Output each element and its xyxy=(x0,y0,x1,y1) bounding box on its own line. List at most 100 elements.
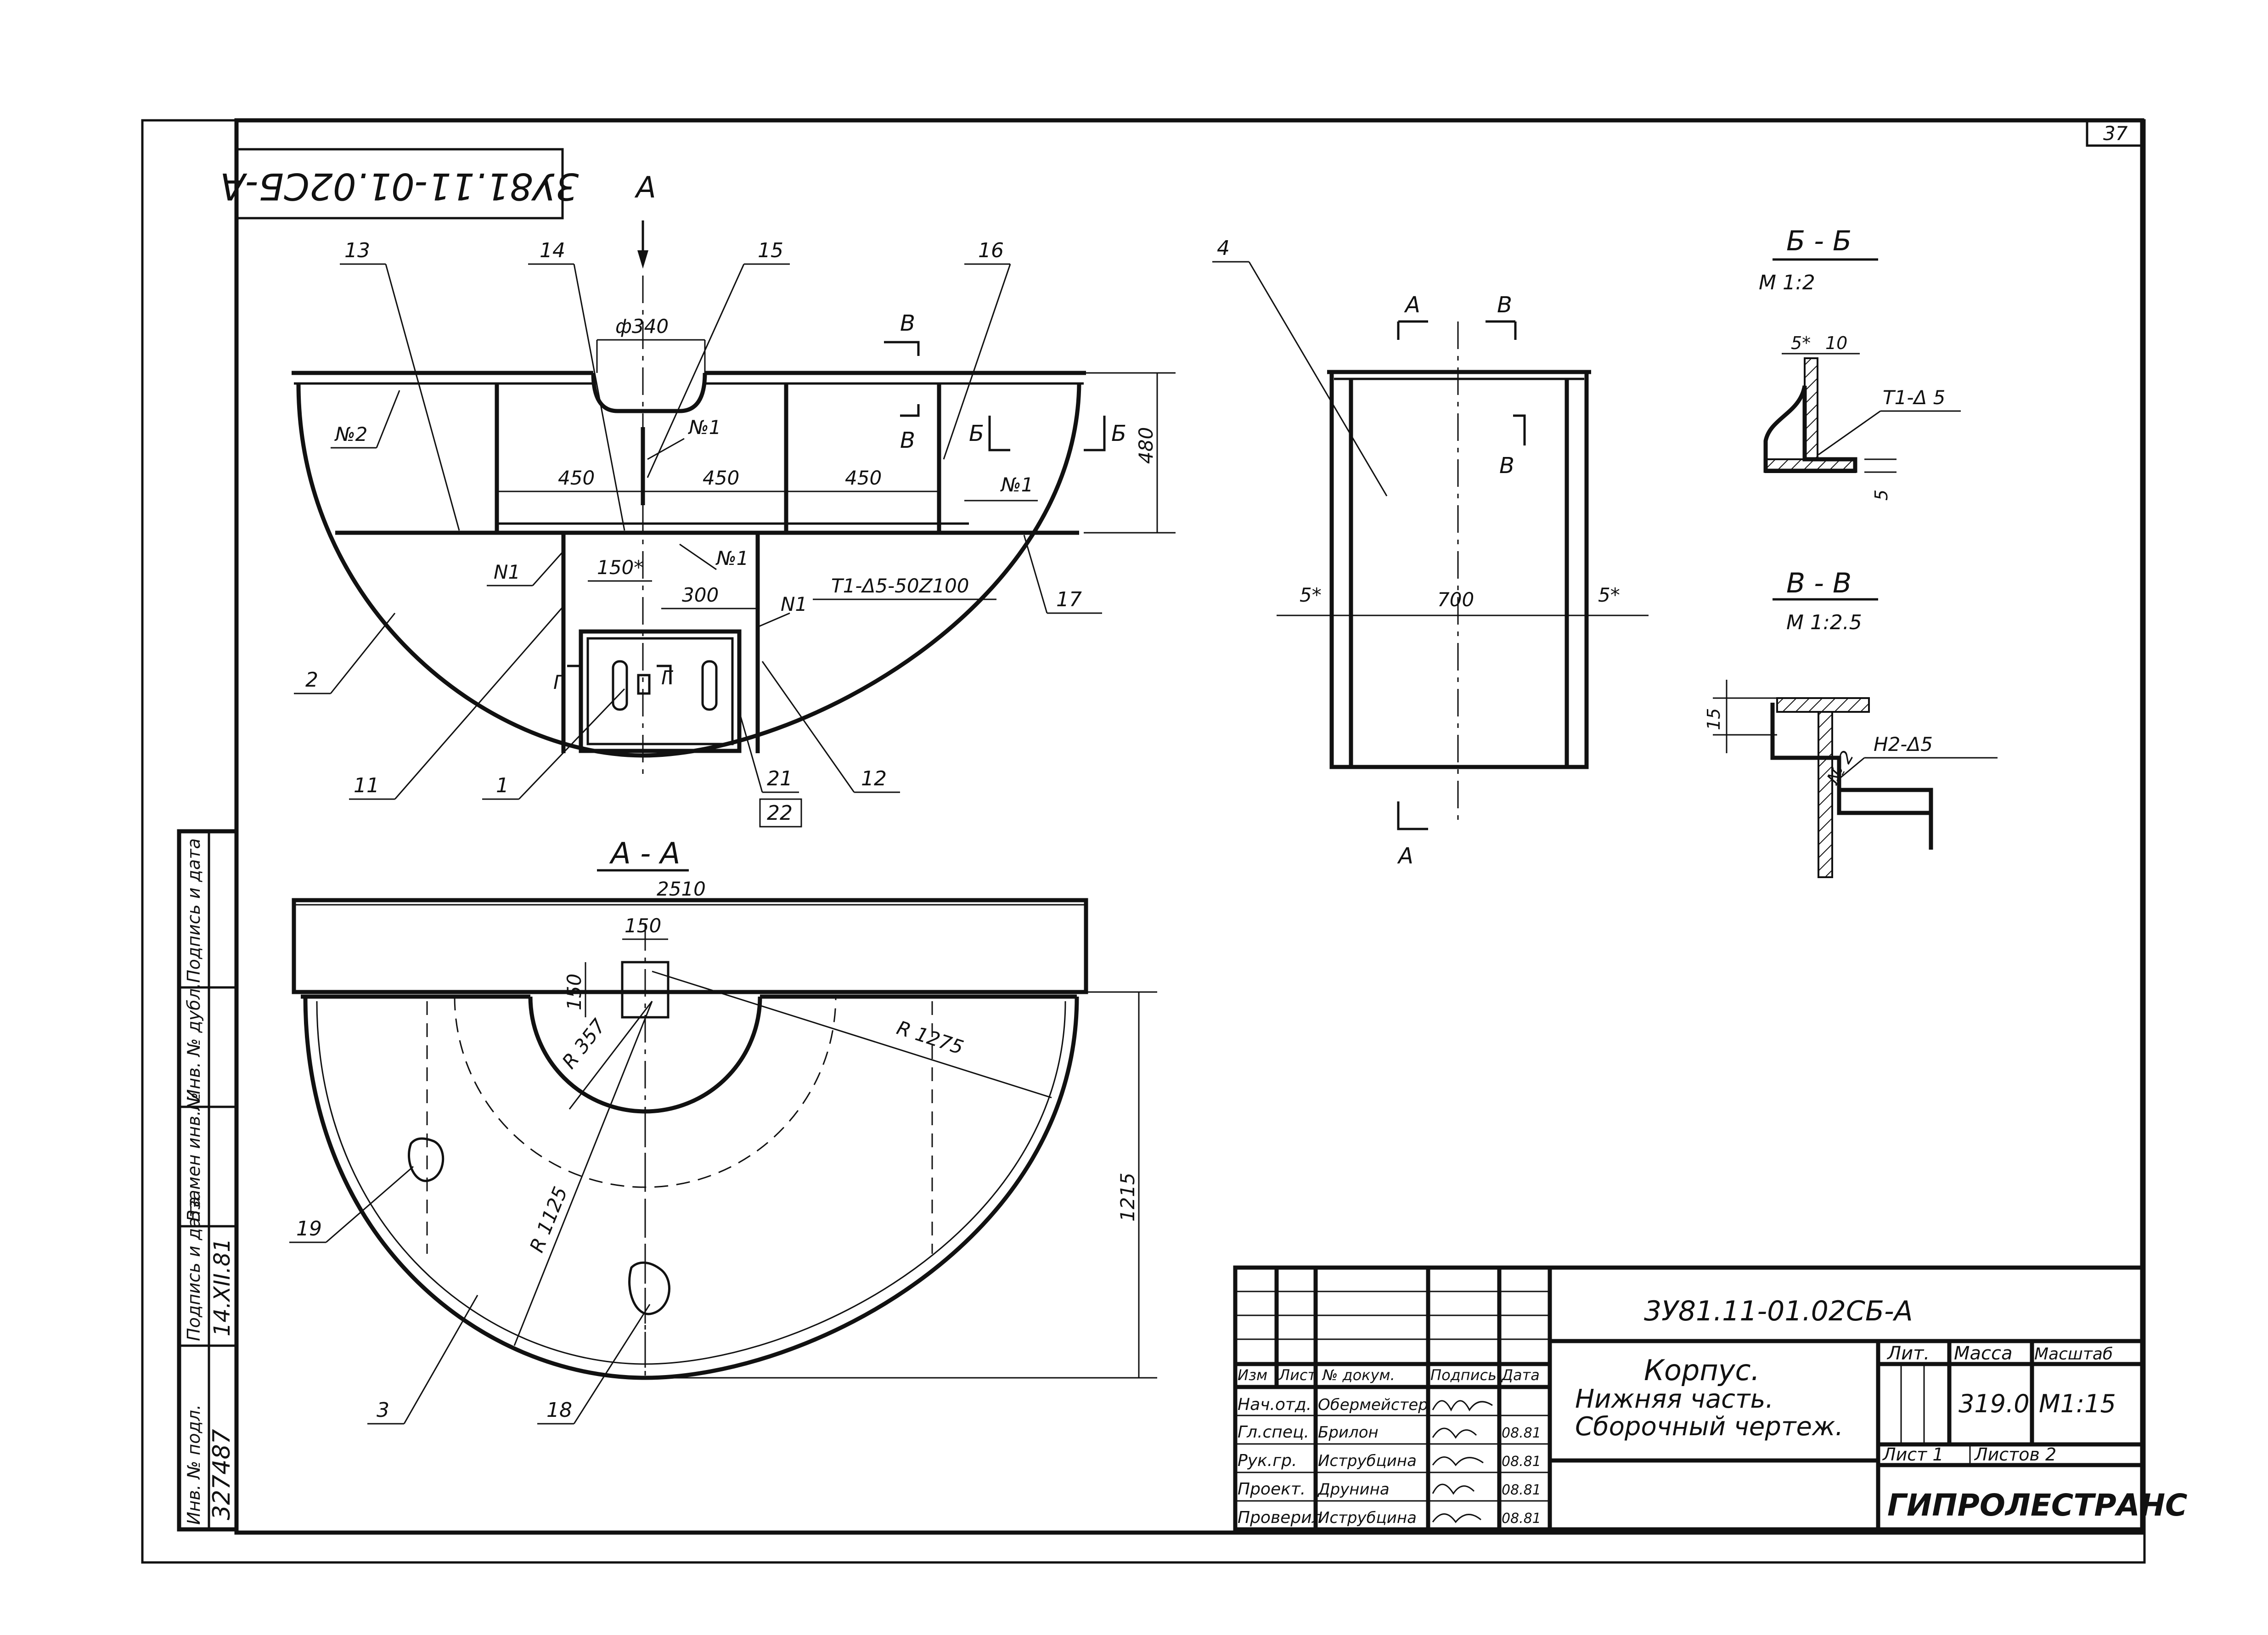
bb-weld: Т1-Δ 5 xyxy=(1883,386,1945,409)
weld-label-top: Т1-Δ5-50Z100 xyxy=(831,575,969,597)
section-aa-title: А - А xyxy=(609,837,680,871)
rotated-stamp-code: 3У81.11-01.02СБ-А xyxy=(220,165,579,208)
rotated-stamp: 3У81.11-01.02СБ-А xyxy=(220,148,579,220)
note-n1-b: №1 xyxy=(1000,474,1033,496)
dim-450-c: 450 xyxy=(845,467,882,489)
tb-col-doc: № докум. xyxy=(1322,1366,1395,1384)
tb-date-1: 08.81 xyxy=(1502,1425,1541,1441)
callout-17: 17 xyxy=(1056,588,1082,611)
title-block: 3У81.11-01.02СБ-А Корпус. Нижняя часть. … xyxy=(1233,1265,2188,1532)
tb-role-3: Проект. xyxy=(1238,1480,1306,1499)
cut-bb-left: Б xyxy=(969,421,984,446)
vv-weld: Н2-Δ5 xyxy=(1874,733,1933,755)
section-bb: Б - Б М 1:2 5* 10 Т1-Δ 5 5 xyxy=(1759,225,1961,501)
tb-lit-label: Лит. xyxy=(1886,1343,1930,1364)
side-strip: Инв. № подл. Подпись и дата Взамен инв.№… xyxy=(177,829,239,1532)
callout-19: 19 xyxy=(296,1217,322,1240)
tb-name-3: Друнина xyxy=(1317,1480,1390,1499)
tb-role-4: Проверил xyxy=(1238,1508,1323,1527)
radius-357: R 357 xyxy=(557,1015,610,1073)
strip-h4: Подпись и дата xyxy=(184,838,204,983)
strip-h1: Подпись и дата xyxy=(184,1196,204,1341)
tb-role-0: Нач.отд. xyxy=(1238,1395,1311,1414)
section-vv-title: В - В xyxy=(1786,567,1852,599)
note-n1-e: N1 xyxy=(781,593,807,615)
tb-sheet: Лист 1 xyxy=(1882,1444,1944,1465)
callout-13: 13 xyxy=(344,239,370,262)
section-bb-scale: М 1:2 xyxy=(1759,271,1815,294)
cut-b-bottom-label: В xyxy=(900,428,915,453)
callout-21: 21 xyxy=(767,767,793,790)
strip-h2: Взамен инв.№ xyxy=(184,1092,204,1222)
section-bb-title: Б - Б xyxy=(1786,225,1852,257)
tb-name-2: Иструбцина xyxy=(1318,1452,1417,1470)
strip-v0: 327487 xyxy=(208,1429,236,1520)
section-aa: А - А 2510 150 150 R 357 R 1275 R 1125 1… xyxy=(292,837,1157,1382)
tb-name-0: Обермейстер xyxy=(1318,1396,1428,1414)
tb-date-2: 08.81 xyxy=(1502,1454,1541,1470)
callout-4: 4 xyxy=(1217,237,1230,260)
section-vv: В - В М 1:2.5 15 № 2 Н2-Δ5 xyxy=(1704,567,1998,878)
tb-title-2: Нижняя часть. xyxy=(1575,1384,1773,1414)
dim-450-a: 450 xyxy=(558,467,595,489)
note-n1-c: №1 xyxy=(715,547,748,569)
svg-text:Г: Г xyxy=(553,671,566,693)
tb-org: ГИПРОЛЕСТРАНС xyxy=(1887,1488,2188,1523)
dim-450-b: 450 xyxy=(703,467,739,489)
dim-1215: 1215 xyxy=(1116,1173,1139,1222)
dim-5-left: 5* xyxy=(1300,584,1322,606)
callout-11: 11 xyxy=(354,774,379,797)
strip-h0: Инв. № подл. xyxy=(184,1404,204,1525)
side-view: А В В 700 5* 5* А xyxy=(1277,292,1649,869)
side-cut-a-bottom: А xyxy=(1397,843,1413,869)
radius-1275: R 1275 xyxy=(894,1016,966,1059)
callout-3: 3 xyxy=(377,1398,389,1422)
strip-h3: Инв. № дубл. xyxy=(184,983,204,1102)
tb-name-4: Иструбцина xyxy=(1318,1509,1417,1527)
tb-col-list: Лист xyxy=(1278,1366,1317,1384)
svg-text:Г: Г xyxy=(661,666,674,689)
bb-dim-5: 5* xyxy=(1791,333,1811,353)
dim-150-side: 150 xyxy=(563,974,585,1010)
note-n1-d: N1 xyxy=(494,561,520,583)
tb-col-date: Дата xyxy=(1501,1366,1540,1384)
side-cut-v-bottom: В xyxy=(1499,453,1514,479)
tb-title-3: Сборочный чертеж. xyxy=(1575,1412,1843,1442)
tb-doc-code: 3У81.11-01.02СБ-А xyxy=(1644,1295,1913,1327)
dim-150-star: 150* xyxy=(597,556,643,579)
callout-22: 22 xyxy=(767,801,793,825)
side-cut-a-top: А xyxy=(1404,292,1420,318)
tb-name-1: Брилон xyxy=(1318,1423,1379,1442)
view-a-label: А xyxy=(634,171,656,205)
callout-2: 2 xyxy=(305,668,318,692)
callouts: 13 14 15 16 4 2 11 1 21 22 12 17 19 xyxy=(289,237,1388,1425)
dia-label: ф340 xyxy=(615,315,669,338)
tb-role-1: Гл.спец. xyxy=(1238,1423,1309,1442)
callout-12: 12 xyxy=(861,767,887,790)
cut-bb-right: Б xyxy=(1111,421,1126,446)
strip-v1: 14.XII.81 xyxy=(209,1238,235,1336)
tb-role-2: Рук.гр. xyxy=(1238,1451,1297,1470)
note-n1-a: №1 xyxy=(688,416,721,439)
sheet-frame: 37 xyxy=(141,118,2146,1564)
callout-15: 15 xyxy=(758,239,783,262)
top-view: А Г Г ф340 xyxy=(292,171,1176,781)
side-cut-v-top: В xyxy=(1497,292,1512,318)
dim-2510: 2510 xyxy=(657,878,706,900)
tb-scale: М1:15 xyxy=(2039,1389,2116,1418)
tb-title-1: Корпус. xyxy=(1644,1353,1760,1387)
tb-scale-label: Масштаб xyxy=(2034,1345,2113,1364)
section-vv-scale: М 1:2.5 xyxy=(1786,611,1862,634)
callout-1: 1 xyxy=(496,774,509,797)
dim-700: 700 xyxy=(1437,588,1474,611)
tb-col-sign: Подпись xyxy=(1430,1366,1497,1384)
dim-480: 480 xyxy=(1135,427,1157,464)
bb-dim-10: 10 xyxy=(1825,333,1847,353)
tb-date-3: 08.81 xyxy=(1502,1482,1541,1498)
note-n2: №2 xyxy=(334,423,367,445)
callout-18: 18 xyxy=(546,1398,572,1422)
cut-b-label: В xyxy=(900,310,915,336)
tb-col-izm: Изм xyxy=(1238,1366,1267,1384)
callout-14: 14 xyxy=(540,239,565,262)
